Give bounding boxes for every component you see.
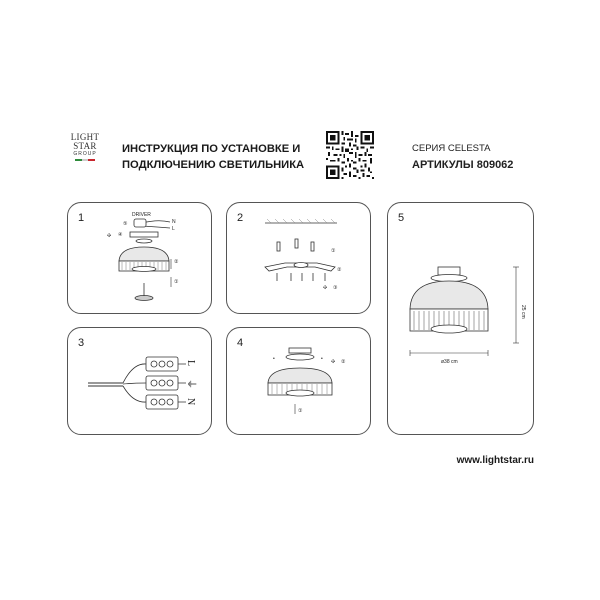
wire-l-label: L (172, 226, 175, 232)
svg-text:✣: ✣ (323, 285, 327, 291)
live-label: L (185, 360, 196, 366)
instruction-title: ИНСТРУКЦИЯ ПО УСТАНОВКЕ И ПОДКЛЮЧЕНИЮ СВ… (122, 141, 304, 173)
step-4-panel: 4 • • ✣ ② ① (226, 327, 371, 435)
terminal-block-icon (145, 356, 179, 410)
wires-icon (122, 363, 147, 403)
step-label-2: ② (174, 259, 179, 265)
italian-flag-icon (75, 159, 96, 161)
website-link[interactable]: www.lightstar.ru (456, 455, 534, 466)
step-number: 1 (78, 212, 85, 224)
brand-logo: LIGHT STAR GROUP (66, 133, 104, 161)
lamp-shade-icon (118, 246, 170, 262)
lamp-shade-icon (267, 367, 333, 384)
step-number: 4 (237, 337, 244, 349)
step-5-panel: 5 25 cm ø38 cm (387, 202, 534, 435)
svg-text:✣: ✣ (107, 233, 111, 239)
wall-plug-icon (276, 238, 315, 252)
step-label-1: ① (298, 408, 303, 414)
logo-line-1: LIGHT (70, 132, 100, 142)
step-2-panel: 2 ① ② ✣ ③ (226, 202, 371, 314)
driver-box-icon (133, 218, 147, 228)
dimensions-diagram: 25 cm ø38 cm (409, 266, 526, 365)
canopy-icon (430, 274, 468, 282)
step-4-diagram: • • ✣ ② ① (267, 347, 346, 414)
canopy-icon (285, 353, 315, 361)
step-2-diagram: ① ② ✣ ③ (264, 218, 342, 291)
driver-label: DRIVER (132, 212, 151, 218)
svg-text:•: • (321, 356, 323, 362)
step-number: 3 (78, 337, 85, 349)
article-number: АРТИКУЛЫ 809062 (412, 159, 514, 171)
ground-symbol-icon: ⏚ (185, 379, 197, 389)
step-label-2: ② (341, 359, 346, 365)
diffuser-disc-icon (134, 295, 154, 301)
product-series-block: СЕРИЯ CELESTA АРТИКУЛЫ 809062 (412, 141, 513, 173)
step-label-4: ④ (118, 232, 123, 238)
step-label-5: ⑤ (123, 221, 128, 227)
step-3-wiring-diagram: L ⏚ N (88, 356, 197, 410)
svg-text:✣: ✣ (331, 359, 335, 365)
step-1-diagram: DRIVER N L ⑤ ④ ✣ ② ① (107, 212, 179, 301)
logo-line-3: GROUP (73, 151, 97, 157)
screw-icon (276, 273, 326, 281)
svg-text:•: • (273, 356, 275, 362)
title-line-1: ИНСТРУКЦИЯ ПО УСТАНОВКЕ И (122, 143, 301, 155)
title-line-2: ПОДКЛЮЧЕНИЮ СВЕТИЛЬНИКА (122, 159, 305, 171)
step-label-3: ③ (333, 285, 338, 291)
height-label: 25 cm (520, 305, 526, 319)
diameter-label: ø38 cm (441, 359, 458, 365)
step-label-1: ① (331, 248, 336, 254)
step-number: 2 (237, 212, 244, 224)
neutral-label: N (185, 398, 196, 405)
step-label-2: ② (337, 267, 342, 273)
qr-code-icon (326, 131, 374, 179)
series-name: СЕРИЯ CELESTA (412, 143, 491, 154)
lamp-shade-icon (409, 280, 489, 310)
step-3-panel: 3 L ⏚ N (67, 327, 212, 435)
mounting-plate-icon (129, 231, 159, 238)
logo-line-2: STAR (73, 141, 97, 151)
step-1-panel: 1 DRIVER N L ⑤ ④ ✣ ② ① (67, 202, 212, 314)
step-number: 5 (398, 212, 405, 224)
wire-n-label: N (172, 219, 176, 225)
step-label-1: ① (174, 279, 179, 285)
